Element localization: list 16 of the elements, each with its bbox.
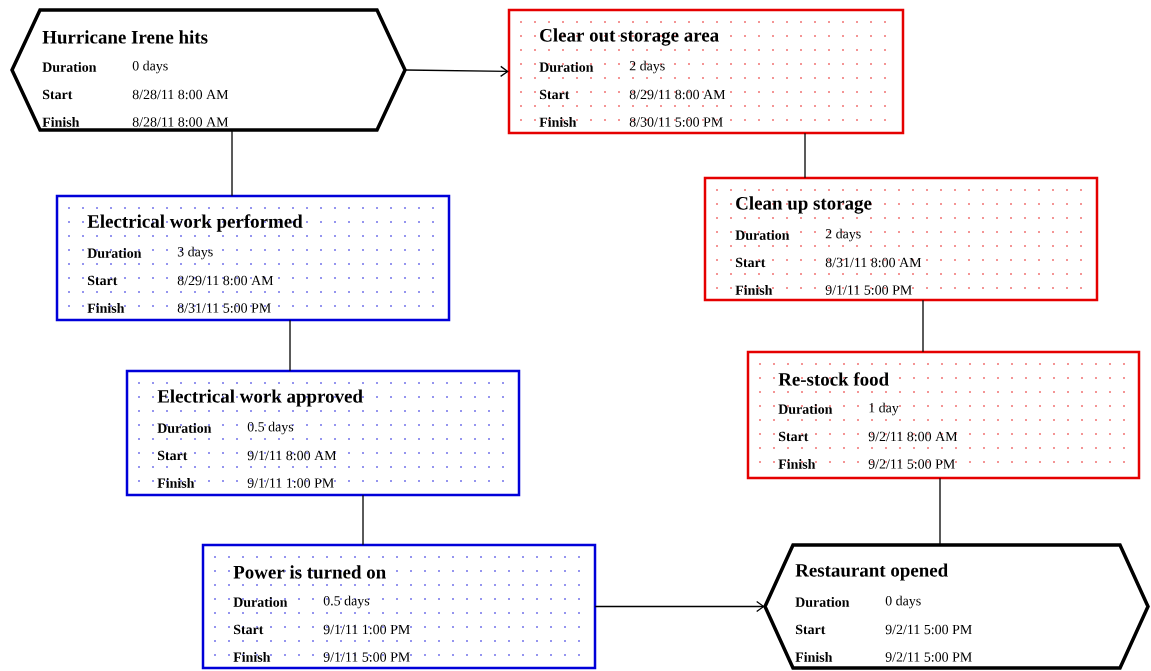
milestone-hexagon: Hurricane Irene hits Duration 0 days Start 8/28/11 8:00 AM Finish 8/28/11 8:00 AM [10,8,407,132]
connector-line [939,477,941,546]
connector-line [289,319,291,372]
task-box: Clean up storage Duration 2 days Start 8/31/11 8:00 AM Finish 9/1/11 5:00 PM [703,176,1099,302]
connector-line [362,494,364,546]
task-box: Electrical work approved Duration 0.5 days Start 9/1/11 8:00 AM Finish 9/1/11 1:00 PM [125,369,521,497]
connector-line [231,129,233,197]
task-box: Clear out storage area Duration 2 days Start 8/29/11 8:00 AM Finish 8/30/11 5:00 PM [507,8,905,135]
connector-line [804,132,806,179]
task-box: Power is turned on Duration 0.5 days Start 9/1/11 1:00 PM Finish 9/1/11 5:00 PM [201,543,597,670]
milestone-hexagon: Restaurant opened Duration 0 days Start 9/2/11 5:00 PM Finish 9/2/11 5:00 PM [763,543,1150,670]
task-box: Re-stock food Duration 1 day Start 9/2/11 8:00 AM Finish 9/2/11 5:00 PM [746,350,1141,480]
arrow [594,600,765,613]
arrow [404,65,509,78]
connector-line [922,299,924,353]
task-box: Electrical work performed Duration 3 days Start 8/29/11 8:00 AM Finish 8/31/11 5:00 PM [55,194,451,322]
